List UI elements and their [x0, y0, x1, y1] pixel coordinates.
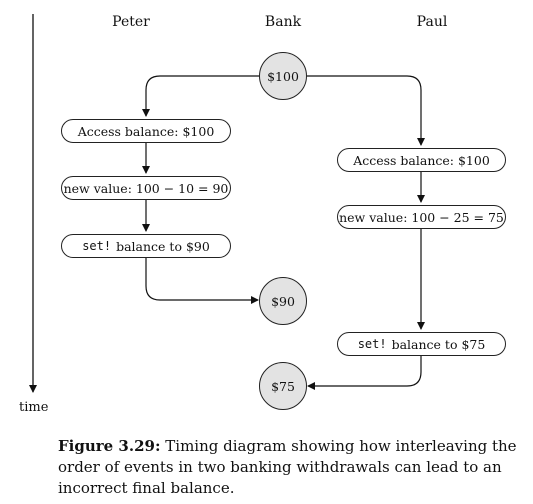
time-axis-label: time — [19, 400, 49, 415]
bank-balance-initial: $100 — [259, 52, 307, 100]
bank-balance-after-paul: $75 — [259, 362, 307, 410]
arrow-paul-set-to-bank — [307, 356, 422, 390]
peter-set-keyword: set! — [82, 239, 112, 253]
paul-access-step: Access balance: $100 — [337, 148, 506, 172]
peter-set-text: balance to $90 — [116, 238, 210, 254]
bank-balance-after-peter: $90 — [259, 277, 307, 325]
figure-caption-text: Timing diagram showing how interleaving … — [58, 437, 517, 497]
arrow-peter-set-to-bank — [145, 258, 259, 304]
column-header-bank: Bank — [264, 14, 302, 30]
column-header-peter: Peter — [112, 14, 150, 30]
paul-compute-step: new value: 100 − 25 = 75 — [337, 205, 506, 229]
arrow-bank-to-paul-access — [307, 75, 425, 146]
paul-set-keyword: set! — [357, 337, 387, 351]
column-header-paul: Paul — [416, 14, 448, 30]
peter-compute-step: new value: 100 − 10 = 90 — [61, 176, 231, 200]
paul-set-text: balance to $75 — [391, 336, 486, 352]
arrow-bank-to-peter-access — [142, 75, 259, 117]
figure-caption-label: Figure 3.29: — [58, 437, 161, 455]
paul-set-step: set! balance to $75 — [337, 332, 506, 356]
peter-access-step: Access balance: $100 — [61, 119, 231, 143]
figure-caption: Figure 3.29: Timing diagram showing how … — [58, 436, 518, 499]
peter-set-step: set! balance to $90 — [61, 234, 231, 258]
connector-arrows — [29, 14, 425, 393]
